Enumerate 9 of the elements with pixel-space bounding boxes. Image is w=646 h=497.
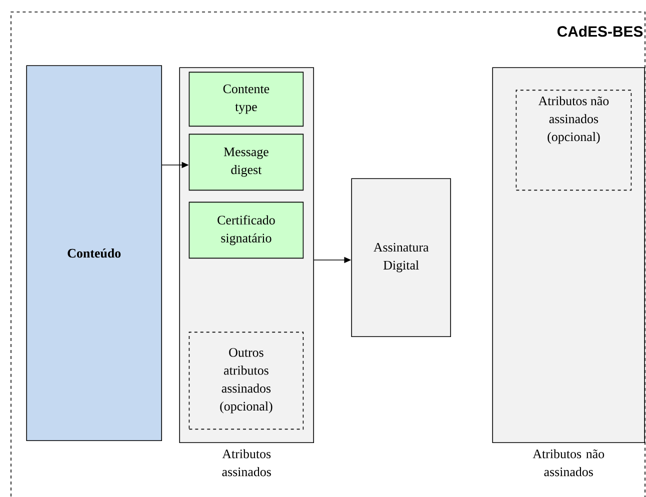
node-label: Atributos assinados xyxy=(222,449,271,476)
signature-box: Assinatura Digital xyxy=(351,178,451,337)
field-box: Certificado signatário xyxy=(188,202,304,259)
field-box: Message digest xyxy=(188,134,304,191)
node-label: Atributos não assinados xyxy=(532,449,604,476)
content-box: Conteúdo xyxy=(26,65,162,441)
field-box: Contente type xyxy=(188,72,304,127)
optional-field-box: Atributos não assinados (opcional) xyxy=(516,90,632,191)
optional-field-box: Outros atributos assinados (opcional) xyxy=(188,332,304,430)
